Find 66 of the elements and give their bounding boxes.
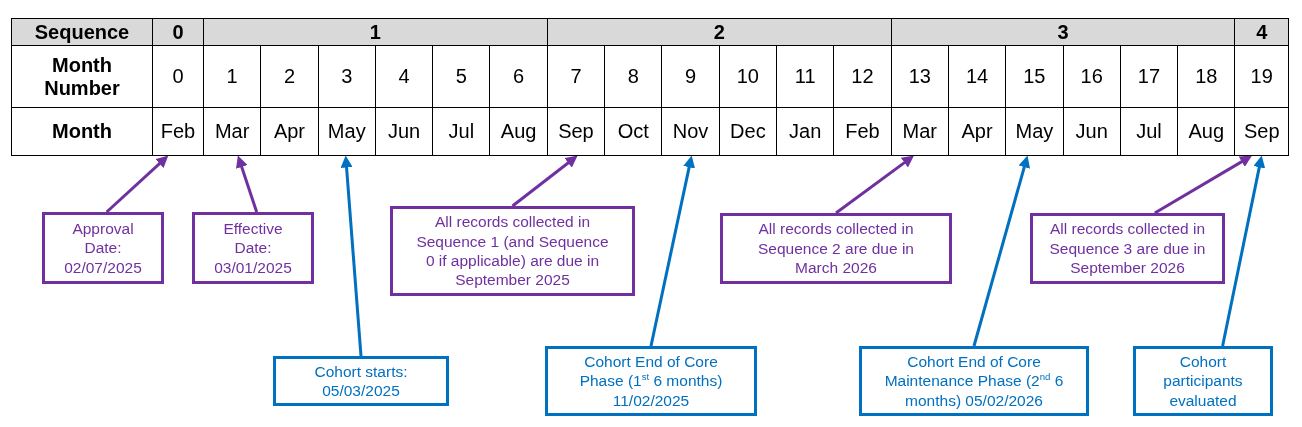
month-number-cell: 19 bbox=[1234, 45, 1289, 108]
month-cell: Mar bbox=[891, 107, 949, 156]
callout-box: Cohort starts: 05/03/2025 bbox=[273, 356, 449, 406]
sequence-cell: 3 bbox=[891, 18, 1235, 46]
month-number-cell: 0 bbox=[152, 45, 204, 108]
month-cell: Aug bbox=[490, 107, 548, 156]
month-cell: Nov bbox=[661, 107, 720, 156]
month-number-cell: 8 bbox=[604, 45, 662, 108]
month-number-cell: 17 bbox=[1120, 45, 1178, 108]
month-number-cell: 16 bbox=[1063, 45, 1121, 108]
row-header-cell: Month Number bbox=[11, 45, 153, 108]
month-cell: Dec bbox=[719, 107, 777, 156]
month-number-cell: 13 bbox=[891, 45, 949, 108]
callout-box: Approval Date: 02/07/2025 bbox=[42, 212, 164, 284]
sequence-cell: 2 bbox=[547, 18, 892, 46]
month-cell: Jul bbox=[1120, 107, 1178, 156]
month-cell: Jul bbox=[432, 107, 490, 156]
callout-box: All records collected in Sequence 1 (and Sequence 0 if applicable) are due in September 2025 bbox=[390, 206, 635, 296]
month-number-cell: 15 bbox=[1005, 45, 1063, 108]
leader-arrow bbox=[236, 155, 259, 213]
callout-box: All records collected in Sequence 3 are due in September 2026 bbox=[1030, 213, 1225, 284]
callout-box: Effective Date: 03/01/2025 bbox=[192, 212, 314, 284]
month-cell: Apr bbox=[948, 107, 1006, 156]
month-cell: Oct bbox=[604, 107, 662, 156]
month-number-cell: 11 bbox=[776, 45, 834, 108]
sequence-cell: 1 bbox=[203, 18, 548, 46]
row-header-cell: Month bbox=[11, 107, 153, 156]
month-cell: Feb bbox=[833, 107, 892, 156]
month-number-cell: 1 bbox=[203, 45, 261, 108]
sequence-cell: 0 bbox=[152, 18, 204, 46]
month-cell: Sep bbox=[1234, 107, 1289, 156]
month-cell: Jun bbox=[1063, 107, 1121, 156]
leader-arrow bbox=[972, 155, 1031, 347]
month-number-cell: 18 bbox=[1177, 45, 1235, 108]
row-header-cell: Sequence bbox=[11, 18, 153, 46]
month-number-cell: 12 bbox=[833, 45, 892, 108]
month-cell: May bbox=[1005, 107, 1063, 156]
month-number-cell: 2 bbox=[260, 45, 319, 108]
month-number-cell: 14 bbox=[948, 45, 1006, 108]
leader-arrow bbox=[105, 155, 169, 214]
leader-arrow bbox=[649, 155, 695, 347]
leader-arrow bbox=[835, 155, 915, 215]
callout-box: All records collected in Sequence 2 are due in March 2026 bbox=[720, 213, 952, 284]
leader-arrow bbox=[511, 155, 578, 208]
month-number-cell: 4 bbox=[375, 45, 433, 108]
leader-arrow bbox=[340, 155, 363, 357]
sequence-cell: 4 bbox=[1234, 18, 1289, 46]
month-cell: Jan bbox=[776, 107, 834, 156]
callout-box: Cohort End of Core Phase (1$^{st}$ 6 months) 11/02/2025 bbox=[545, 346, 757, 416]
month-number-cell: 6 bbox=[490, 45, 548, 108]
callout-box: Cohort participants evaluated bbox=[1133, 346, 1273, 416]
month-cell: May bbox=[318, 107, 376, 156]
month-cell: Jun bbox=[375, 107, 433, 156]
callout-box: Cohort End of Core Maintenance Phase (2$^{nd}$ 6 months) 05/02/2026 bbox=[859, 346, 1089, 416]
month-number-cell: 5 bbox=[432, 45, 490, 108]
month-number-cell: 3 bbox=[318, 45, 376, 108]
month-cell: Apr bbox=[260, 107, 319, 156]
leader-arrow bbox=[1154, 155, 1253, 215]
month-number-cell: 9 bbox=[661, 45, 720, 108]
month-number-cell: 7 bbox=[547, 45, 605, 108]
month-cell: Sep bbox=[547, 107, 605, 156]
month-number-cell: 10 bbox=[719, 45, 777, 108]
month-cell: Aug bbox=[1177, 107, 1235, 156]
leader-arrow bbox=[1221, 155, 1266, 347]
month-cell: Mar bbox=[203, 107, 261, 156]
month-cell: Feb bbox=[152, 107, 204, 156]
